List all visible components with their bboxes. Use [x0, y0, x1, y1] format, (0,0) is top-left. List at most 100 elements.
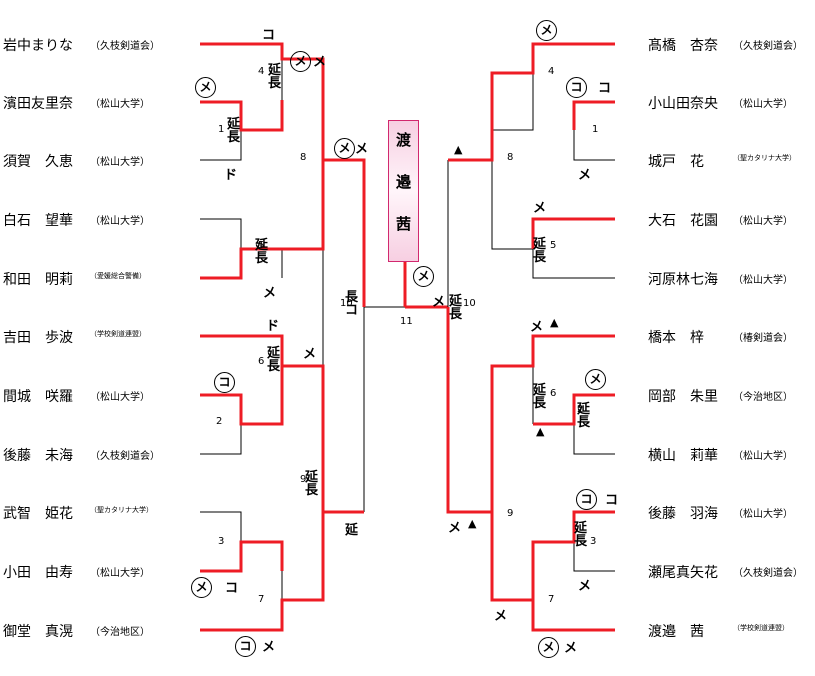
winner-path: [533, 393, 615, 426]
champion-char: 邉: [395, 173, 411, 191]
player-name-right: 横山 莉華: [648, 448, 718, 464]
score-mark: 長: [449, 307, 463, 322]
player-affiliation-right: （松山大学）: [733, 509, 793, 520]
player-name-left: 御堂 真滉: [3, 624, 73, 640]
match-number: 9: [507, 508, 514, 519]
score-mark: 長: [268, 76, 282, 91]
player-affiliation-right: （椿剣道会）: [733, 333, 793, 344]
score-mark: メ: [530, 320, 544, 335]
champion-char: 茜: [395, 215, 411, 233]
player-name-right: 城戸 花: [648, 154, 704, 170]
winner-path: [572, 100, 615, 130]
circled-score-mark: メ: [191, 577, 212, 598]
score-mark: 延: [577, 402, 591, 417]
bracket-line: [573, 424, 615, 455]
player-name-right: 橋本 梓: [648, 330, 704, 346]
match-number: 9: [300, 474, 307, 485]
match-number: 2: [216, 416, 223, 427]
bracket-line: [200, 218, 242, 249]
player-name-right: 渡邉 茜: [648, 624, 704, 640]
player-name-left: 白石 望華: [3, 213, 73, 229]
player-name-right: 髙橋 杏奈: [648, 38, 718, 54]
player-affiliation-right: （学校剣道連盟）: [733, 624, 789, 632]
score-mark: 延: [574, 521, 588, 536]
player-affiliation-left: （松山大学）: [90, 99, 150, 110]
player-affiliation-left: （愛媛総合警備）: [90, 272, 146, 280]
match-number: 4: [548, 66, 555, 77]
foul-mark: ▲: [454, 143, 463, 156]
circled-score-mark: コ: [576, 489, 597, 510]
score-mark: メ: [262, 640, 276, 655]
score-mark: 延: [345, 523, 359, 538]
circled-score-mark: メ: [290, 51, 311, 72]
player-affiliation-left: （学校剣道連盟）: [90, 330, 146, 338]
match-number: 4: [258, 66, 265, 77]
score-mark: コ: [262, 28, 276, 43]
match-number: 1: [592, 124, 599, 135]
match-number: 1: [218, 124, 225, 135]
player-affiliation-right: （久枝剣道会）: [733, 568, 803, 579]
player-affiliation-right: （松山大学）: [733, 275, 793, 286]
circled-score-mark: メ: [195, 77, 216, 98]
score-mark: 長: [255, 251, 269, 266]
winner-path: [531, 510, 615, 600]
player-affiliation-left: （松山大学）: [90, 392, 150, 403]
player-name-right: 後藤 羽海: [648, 506, 718, 522]
score-mark: コ: [605, 493, 619, 508]
match-number: 11: [400, 316, 413, 327]
player-affiliation-left: （久枝剣道会）: [90, 451, 160, 462]
winner-path: [200, 540, 284, 573]
winner-path: [200, 160, 325, 280]
winner-path: [200, 366, 284, 426]
champion-box: 渡 邉 茜: [388, 120, 419, 262]
player-name-left: 吉田 歩波: [3, 330, 73, 346]
match-number: 6: [258, 356, 265, 367]
player-affiliation-left: （松山大学）: [90, 216, 150, 227]
winner-path: [448, 42, 615, 162]
winner-path: [531, 217, 615, 249]
player-name-left: 濱田友里奈: [3, 96, 73, 112]
player-name-left: 後藤 未海: [3, 448, 73, 464]
player-name-right: 大石 花園: [648, 213, 718, 229]
player-affiliation-left: （久枝剣道会）: [90, 41, 160, 52]
score-mark: ド: [224, 168, 238, 183]
score-mark: メ: [578, 579, 592, 594]
winner-path: [446, 307, 615, 514]
score-mark: 延: [255, 238, 269, 253]
player-affiliation-right: （今治地区）: [733, 392, 793, 403]
player-name-left: 小田 由寿: [3, 565, 73, 581]
circled-score-mark: メ: [413, 266, 434, 287]
match-number: 2: [577, 404, 584, 415]
match-number: 8: [300, 152, 307, 163]
score-mark: メ: [564, 641, 578, 656]
player-affiliation-left: （聖カタリナ大学）: [90, 506, 153, 514]
circled-score-mark: コ: [566, 77, 587, 98]
score-mark: コ: [345, 303, 359, 318]
circled-score-mark: コ: [214, 372, 235, 393]
score-mark: 長: [227, 130, 241, 145]
match-number: 7: [548, 594, 555, 605]
foul-mark: ▲: [536, 425, 545, 438]
match-number: 7: [258, 594, 265, 605]
match-number: 5: [258, 240, 265, 251]
score-mark: 長: [267, 359, 281, 374]
score-mark: 延: [449, 294, 463, 309]
player-affiliation-right: （松山大学）: [733, 216, 793, 227]
score-mark: 長: [533, 250, 547, 265]
bracket-line: [491, 44, 534, 160]
player-name-right: 岡部 朱里: [648, 389, 718, 405]
winner-path: [200, 42, 366, 307]
score-mark: ド: [266, 319, 280, 334]
winner-path: [200, 334, 364, 514]
match-number: 10: [340, 298, 353, 309]
player-name-left: 岩中まりな: [3, 38, 73, 54]
score-mark: 長: [533, 396, 547, 411]
player-name-left: 和田 明莉: [3, 272, 73, 288]
player-name-right: 小山田奈央: [648, 96, 718, 112]
bracket-line: [532, 249, 615, 279]
player-name-left: 武智 姫花: [3, 506, 73, 522]
circled-score-mark: メ: [536, 20, 557, 41]
score-mark: コ: [598, 81, 612, 96]
bracket-line: [573, 130, 615, 161]
